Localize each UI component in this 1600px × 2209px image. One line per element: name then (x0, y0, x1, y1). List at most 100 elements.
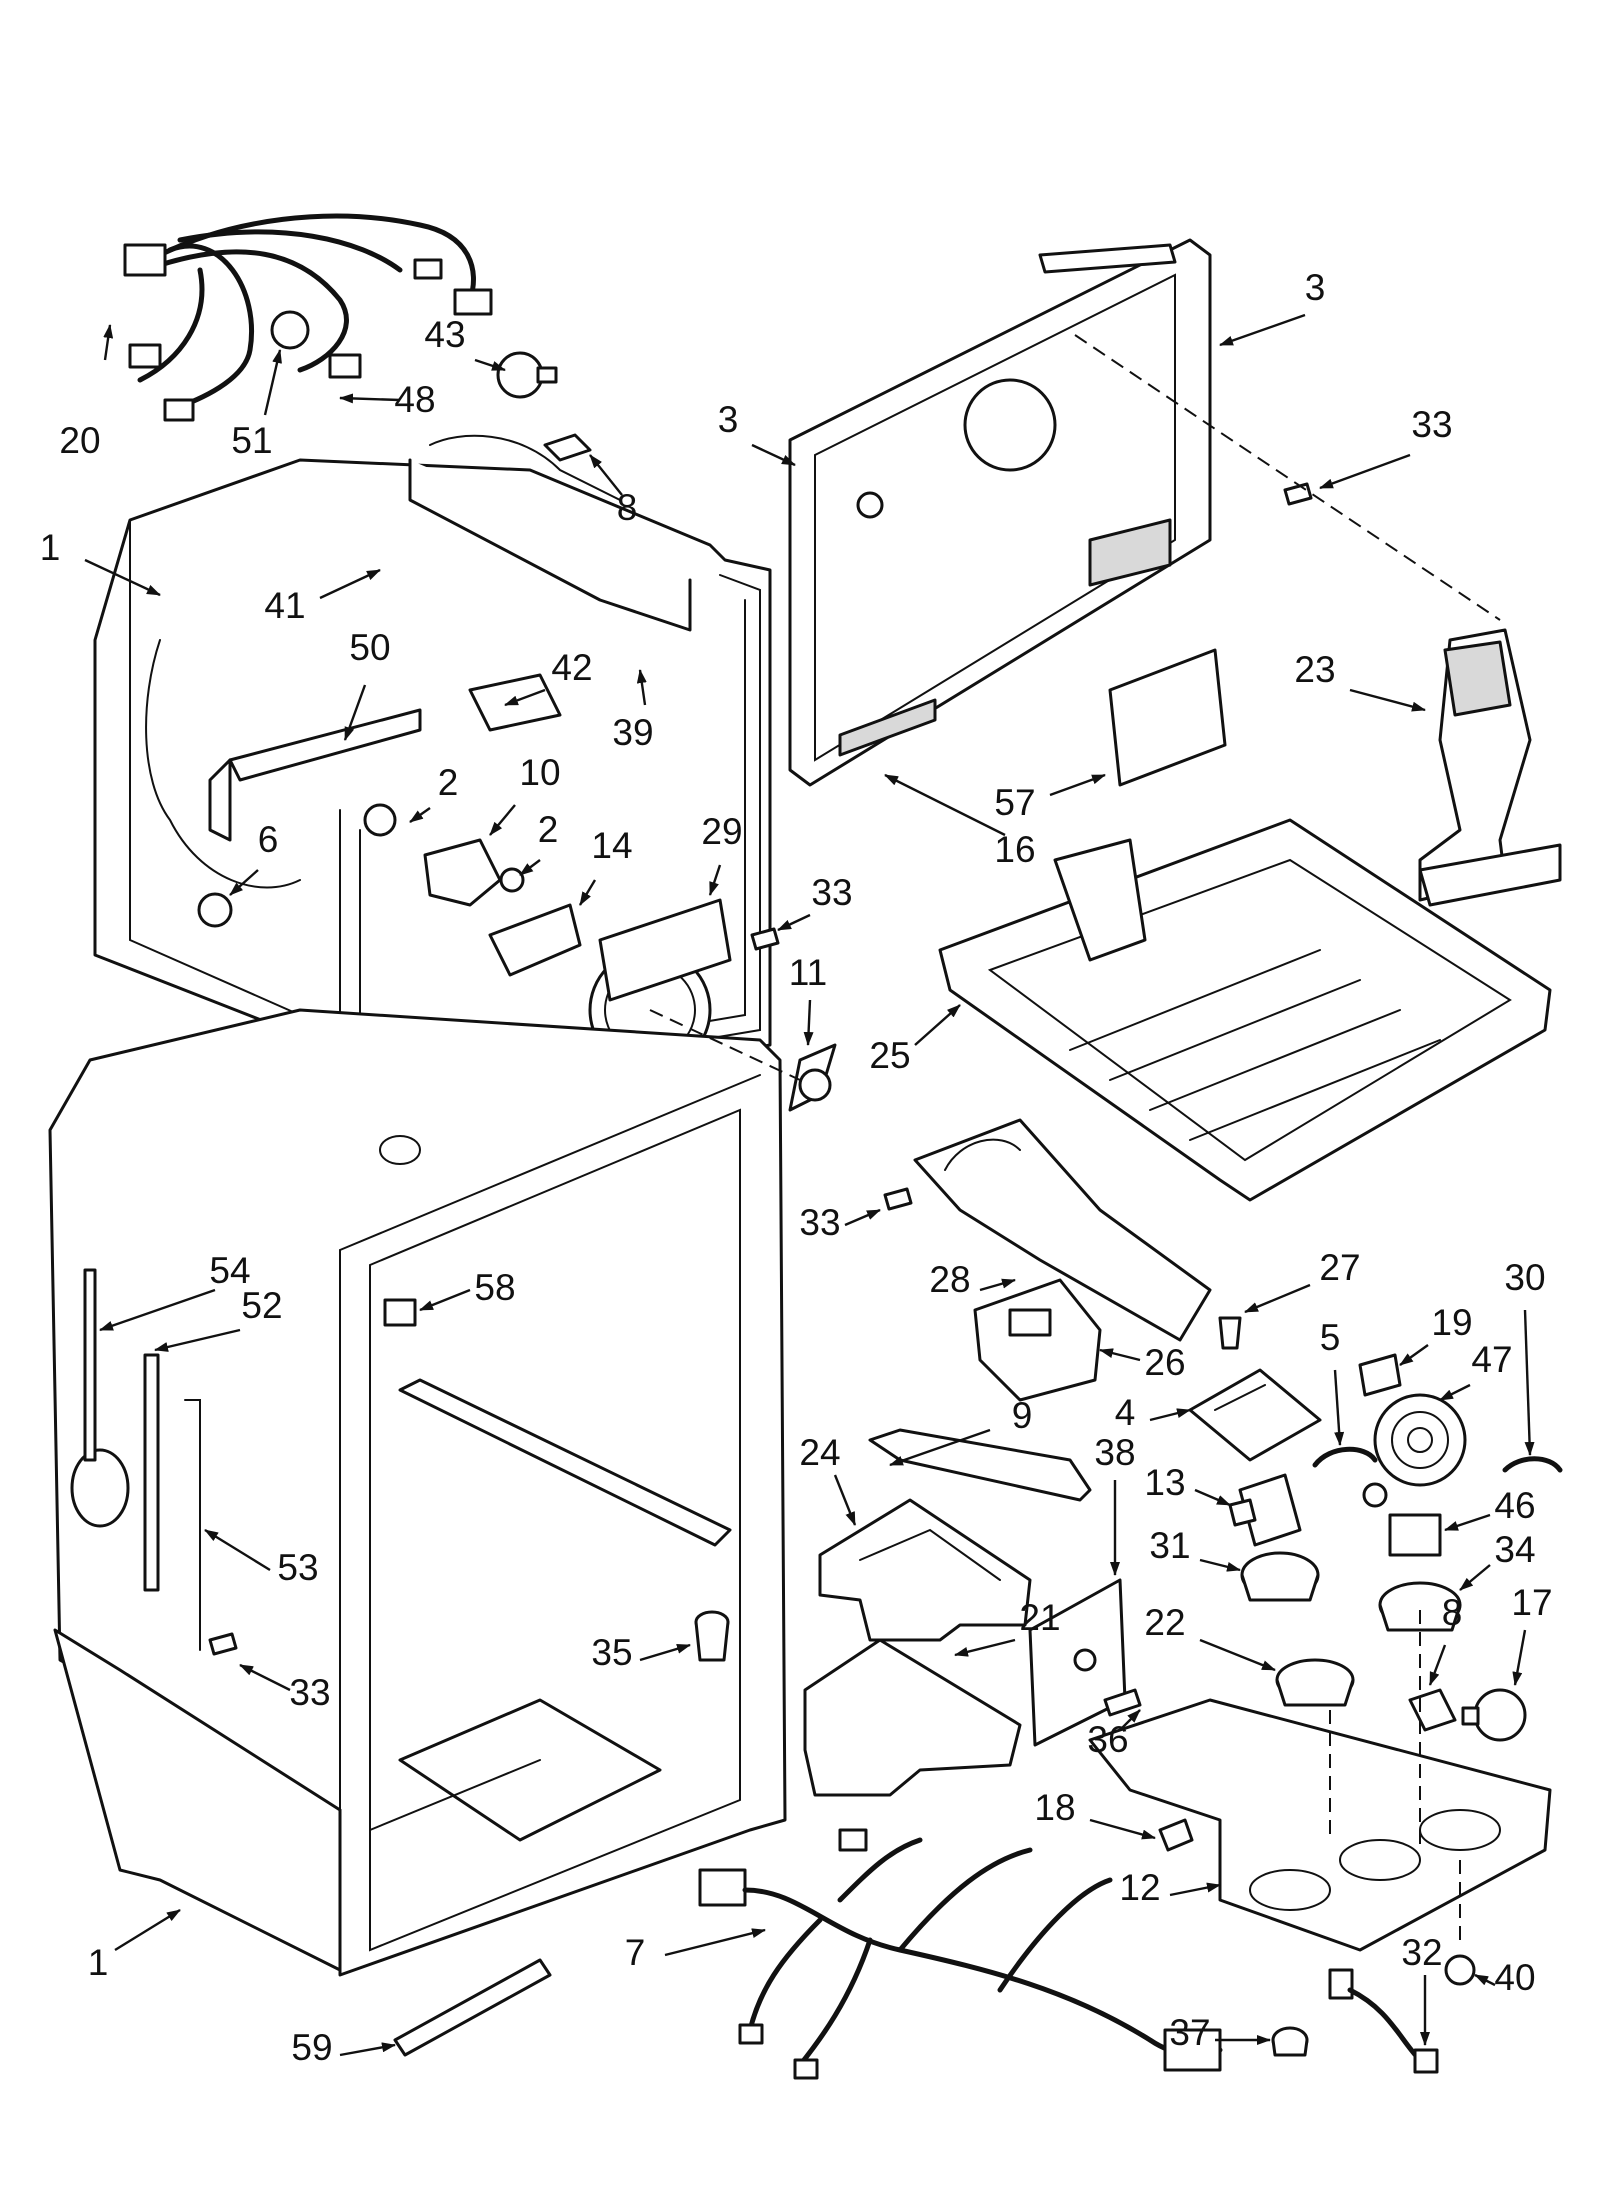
callout-28: 28 (929, 1259, 1016, 1300)
leader-line (1439, 1383, 1471, 1402)
circuit-board-4 (1188, 1368, 1322, 1462)
leader-line (229, 869, 259, 896)
tray-25 (938, 818, 1552, 1202)
callout-number: 18 (1034, 1787, 1075, 1828)
callout-53: 53 (204, 1528, 319, 1588)
callout-number: 16 (994, 829, 1035, 870)
callout-number: 27 (1319, 1247, 1360, 1288)
tube-54 (83, 1268, 97, 1462)
leader-line (578, 879, 597, 906)
leader-line (777, 913, 811, 932)
callout-number: 42 (551, 647, 592, 688)
callout-number: 52 (241, 1285, 282, 1326)
fuse-18 (1158, 1818, 1194, 1852)
callout-number: 26 (1144, 1342, 1185, 1383)
leader-line (339, 2042, 396, 2057)
callout-40: 40 (1474, 1957, 1536, 1998)
callout-number: 3 (718, 399, 739, 440)
leader-line (474, 358, 506, 372)
callout-47: 47 (1439, 1339, 1513, 1402)
callout-19: 19 (1399, 1302, 1473, 1366)
callout-20: 20 (59, 324, 114, 461)
callout-number: 34 (1494, 1529, 1535, 1570)
leader-line (343, 684, 367, 741)
callout-24: 24 (799, 1432, 857, 1526)
leader-line (1194, 1488, 1231, 1507)
callout-57: 57 (994, 773, 1106, 823)
assembly-lines (649, 334, 1501, 1940)
leader-line (339, 393, 401, 404)
leader-line (954, 1638, 1016, 1657)
bracket-50 (208, 708, 422, 842)
callout-29: 29 (701, 811, 743, 896)
callout-8a: 8 (589, 454, 638, 528)
screw-33-lower (208, 1632, 238, 1656)
leader-line (114, 1908, 181, 1952)
switch-19 (1358, 1353, 1402, 1397)
callout-number: 33 (1411, 404, 1452, 445)
motor-cover-26 (973, 1278, 1102, 1402)
callout-number: 35 (591, 1632, 632, 1673)
callout-number: 50 (349, 627, 390, 668)
heater-53 (184, 1399, 201, 1651)
socket-8-lower (1408, 1688, 1457, 1732)
callout-number: 37 (1169, 2012, 1210, 2053)
callout-38: 38 (1094, 1432, 1136, 1576)
callout-7: 7 (625, 1928, 766, 1973)
callout-number: 33 (799, 1202, 840, 1243)
callout-number: 9 (1012, 1395, 1033, 1436)
callout-number: 39 (612, 712, 653, 753)
leader-line (319, 568, 381, 600)
callout-8b: 8 (1428, 1592, 1462, 1686)
callout-22: 22 (1144, 1602, 1276, 1672)
leader-line (751, 443, 796, 467)
callout-48: 48 (339, 379, 436, 420)
callout-27: 27 (1244, 1247, 1361, 1314)
strip-59 (393, 1958, 552, 2057)
back-panel (788, 238, 1212, 787)
callout-59: 59 (291, 2027, 396, 2068)
callout-number: 4 (1115, 1392, 1136, 1433)
deflector-9 (868, 1428, 1092, 1502)
callout-number: 38 (1094, 1432, 1135, 1473)
callout-42: 42 (504, 647, 593, 707)
callout-17: 17 (1511, 1582, 1553, 1686)
cam-31 (1240, 1551, 1320, 1602)
callout-number: 8 (617, 487, 638, 528)
callout-number: 59 (291, 2027, 332, 2068)
leader-line (1512, 1629, 1527, 1686)
callout-6: 6 (229, 819, 278, 896)
callout-number: 58 (474, 1267, 515, 1308)
gear-47 (1373, 1393, 1467, 1487)
housing-21 (803, 1638, 1022, 1797)
leader-line (1399, 1344, 1429, 1366)
leader-line (833, 1474, 857, 1526)
light-bulb-43 (496, 351, 558, 399)
screw-33-panel (1283, 482, 1313, 506)
leader-line (1444, 1513, 1491, 1532)
leader-line (708, 864, 722, 896)
callout-4: 4 (1115, 1392, 1191, 1433)
callout-number: 23 (1294, 649, 1335, 690)
leader-line (1319, 453, 1411, 490)
callout-number: 3 (1305, 267, 1326, 308)
wire-harness-top (123, 213, 493, 422)
leader-line (636, 669, 647, 706)
callout-number: 7 (625, 1932, 646, 1973)
callout-number: 29 (701, 811, 742, 852)
leader-line (519, 859, 541, 876)
callout-30: 30 (1504, 1257, 1546, 1456)
callout-number: 32 (1401, 1932, 1442, 1973)
callout-33a: 33 (777, 872, 853, 932)
leader-line (409, 807, 431, 823)
callout-number: 2 (438, 762, 459, 803)
callout-number: 14 (591, 825, 632, 866)
callout-36: 36 (1087, 1709, 1141, 1760)
callout-10: 10 (489, 752, 561, 836)
callout-21: 21 (954, 1597, 1061, 1657)
callout-number: 36 (1087, 1719, 1128, 1760)
callout-18: 18 (1034, 1787, 1156, 1840)
callout-number: 48 (394, 379, 435, 420)
